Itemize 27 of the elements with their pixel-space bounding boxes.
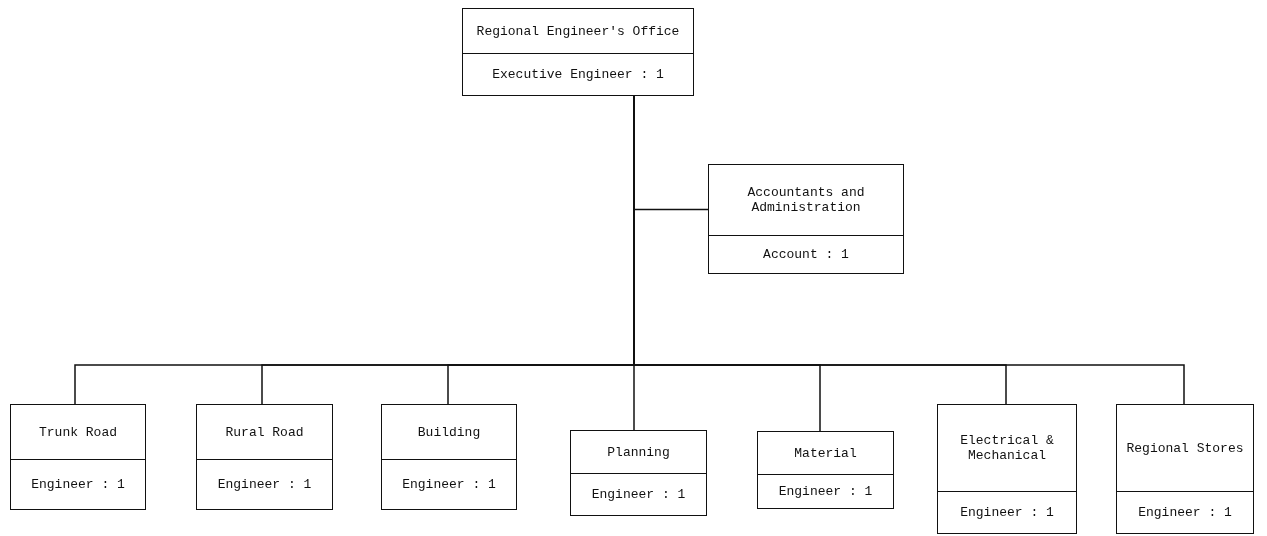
org-box [757,431,894,509]
unit-name: Accountants and Administration [746,185,866,215]
unit-name: Trunk Road [39,424,117,440]
staff-count: Engineer : 1 [960,505,1054,520]
org-box [1116,404,1254,534]
staff-count: Executive Engineer : 1 [492,67,664,82]
org-box [10,404,146,510]
unit-name: Material [794,445,857,461]
staff-count: Engineer : 1 [1138,505,1232,520]
staff-count: Engineer : 1 [217,477,312,492]
org-box [196,404,333,510]
staff-count: Engineer : 1 [591,487,686,502]
unit-name: Electrical & Mechanical [959,433,1055,463]
unit-name: Building [417,424,481,440]
org-box [462,8,694,96]
staff-count: Engineer : 1 [402,477,496,492]
org-box [708,164,904,274]
staff-count: Engineer : 1 [31,477,125,492]
org-box [381,404,517,510]
staff-count: Engineer : 1 [778,484,873,499]
unit-name: Planning [607,444,670,460]
staff-count: Account : 1 [763,247,849,262]
unit-name: Regional Stores [1126,440,1244,456]
org-box [937,404,1077,534]
unit-name: Regional Engineer's Office [476,23,680,39]
unit-name: Rural Road [225,424,304,440]
org-box [570,430,707,516]
